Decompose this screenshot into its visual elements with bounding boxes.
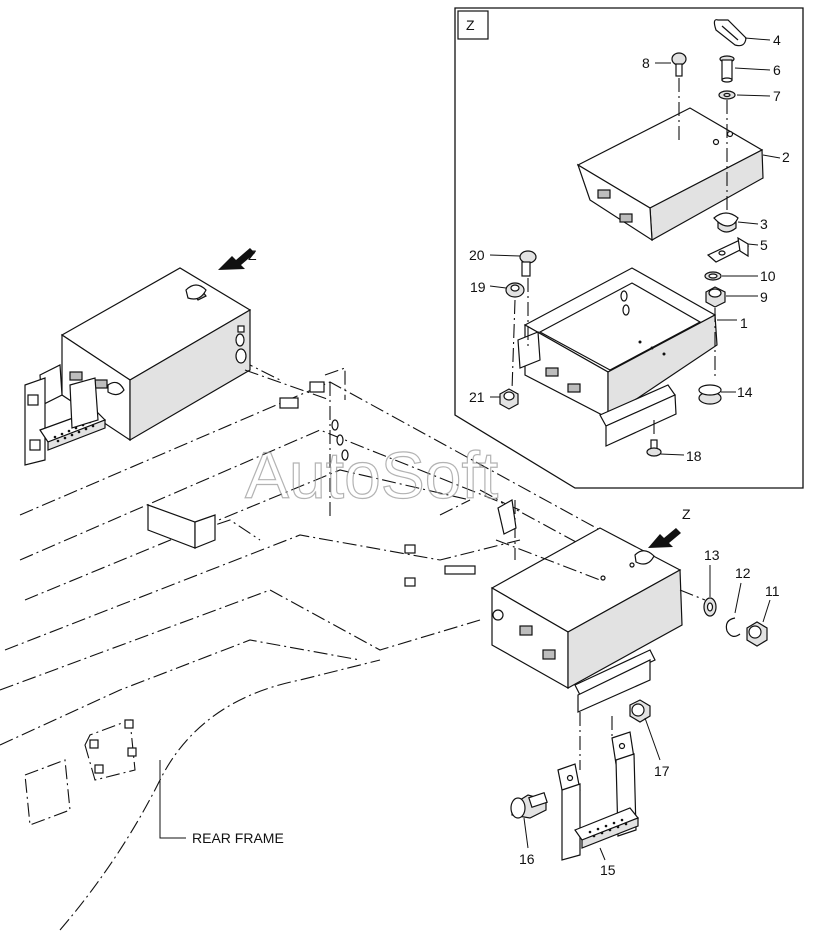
part-label-16: 16: [519, 851, 535, 867]
view-mark-z-left: Z: [248, 247, 257, 263]
leader-lines: [159, 37, 781, 861]
detail-pad-part-14: [698, 384, 722, 405]
part-label-8: 8: [642, 55, 650, 71]
frame-holes: [89, 381, 476, 774]
frame-bracket-right: [497, 499, 517, 535]
view-arrow-left: Z: [218, 247, 257, 270]
detail-z-tag: Z: [466, 17, 475, 33]
part-label-6: 6: [773, 62, 781, 78]
part-label-4: 4: [773, 32, 781, 48]
rear-frame-outline: [0, 359, 601, 931]
rear-frame-label: REAR FRAME: [192, 830, 284, 846]
detail-nut-part-9: [705, 286, 726, 308]
part-label-20: 20: [469, 247, 485, 263]
part-number-labels: 1 2 3 4 5 6 7 8 9 10 11 12 13 14 15 16 1…: [469, 32, 790, 878]
detail-clip-part-3: [713, 212, 739, 233]
part-label-18: 18: [686, 448, 702, 464]
part-label-14: 14: [737, 384, 753, 400]
detail-bolt-part-18: [646, 439, 662, 457]
assembly-lines: [244, 369, 706, 770]
detail-nut-part-21: [499, 388, 519, 410]
part-label-10: 10: [760, 268, 776, 284]
detail-handle-part-4: [713, 19, 747, 47]
part-label-15: 15: [600, 862, 616, 878]
frame-bracket-left: [147, 504, 216, 549]
detail-knob-part-8: [671, 52, 687, 77]
step-part-15: [557, 731, 639, 861]
detail-assembly-lines: [511, 78, 728, 438]
part-label-13: 13: [704, 547, 720, 563]
part-label-17: 17: [654, 763, 670, 779]
nut-part-11: [746, 621, 768, 647]
part-label-2: 2: [782, 149, 790, 165]
part-label-5: 5: [760, 237, 768, 253]
detail-cover-part-2: [576, 107, 764, 242]
part-label-9: 9: [760, 289, 768, 305]
part-label-7: 7: [773, 88, 781, 104]
right-battery-box-assembly: [490, 527, 683, 713]
part-label-11: 11: [765, 583, 780, 599]
part-label-19: 19: [470, 279, 486, 295]
detail-washer-part-7: [718, 90, 736, 100]
nut-part-17: [629, 699, 651, 723]
left-battery-box-assembly: [24, 267, 252, 466]
watermark-text: AutoSoft: [245, 438, 498, 512]
view-arrow-right: Z: [648, 506, 691, 548]
detail-tray-part-1: [517, 267, 718, 447]
part-label-12: 12: [735, 565, 751, 581]
bolt-part-16: [510, 792, 548, 819]
detail-z-panel: Z: [454, 7, 804, 489]
view-mark-z-right: Z: [682, 506, 691, 522]
part-label-21: 21: [469, 389, 485, 405]
detail-bracket-part-5: [706, 236, 750, 263]
detail-bolt-part-6: [719, 55, 735, 83]
washer-part-13: [703, 597, 717, 617]
detail-spacer-part-19: [505, 282, 525, 298]
detail-bolt-part-20: [519, 250, 537, 277]
detail-ring-part-10: [704, 271, 722, 281]
part-label-1: 1: [740, 315, 748, 331]
part-label-3: 3: [760, 216, 768, 232]
washer-part-12: [725, 617, 741, 637]
